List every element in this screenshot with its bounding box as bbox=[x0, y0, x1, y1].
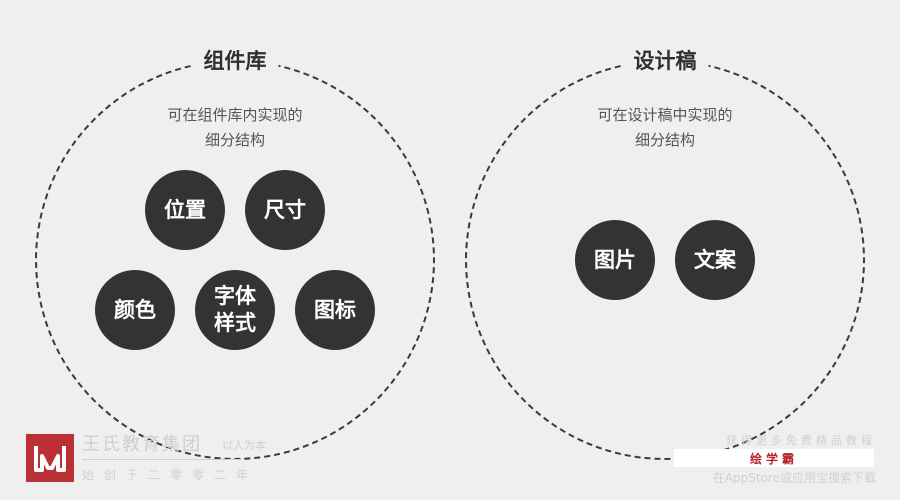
bubble-size-label: 尺寸 bbox=[264, 197, 306, 222]
watermark-brand: 王氏教育集团 bbox=[82, 434, 202, 455]
bubble-color: 颜色 bbox=[95, 270, 175, 350]
component-library-description: 可在组件库内实现的 细分结构 bbox=[115, 103, 355, 153]
bubble-font-label: 字体 bbox=[214, 284, 256, 308]
component-library-desc-line1: 可在组件库内实现的 bbox=[167, 106, 303, 124]
design-draft-desc-line2: 细分结构 bbox=[634, 131, 695, 149]
watermark-app-name: 绘学霸 bbox=[749, 451, 798, 466]
bubble-style-label: 样式 bbox=[214, 311, 256, 335]
watermark-divider bbox=[82, 459, 242, 460]
bubble-position: 位置 bbox=[145, 170, 225, 250]
bubble-size: 尺寸 bbox=[245, 170, 325, 250]
component-library-title: 组件库 bbox=[191, 46, 279, 76]
bubble-color-label: 颜色 bbox=[114, 297, 156, 322]
design-draft-desc-line1: 可在设计稿中实现的 bbox=[597, 106, 733, 124]
watermark-app-bar: 绘学霸 bbox=[674, 449, 874, 467]
bubble-copywriting: 文案 bbox=[675, 220, 755, 300]
design-draft-title: 设计稿 bbox=[621, 46, 709, 76]
design-draft-description: 可在设计稿中实现的 细分结构 bbox=[545, 103, 785, 153]
brand-logo-icon bbox=[26, 434, 74, 482]
watermark-slogan: 以人为本 bbox=[222, 439, 266, 452]
bubble-icon: 图标 bbox=[295, 270, 375, 350]
watermark-download-text: 在AppStore或应用宝搜索下载 bbox=[712, 471, 876, 485]
bubble-font-style: 字体 样式 bbox=[195, 270, 275, 350]
bubble-image: 图片 bbox=[575, 220, 655, 300]
bubble-image-label: 图片 bbox=[594, 247, 636, 272]
bubble-position-label: 位置 bbox=[164, 197, 206, 222]
bubble-icon-label: 图标 bbox=[314, 297, 356, 322]
watermark-founded: 始创于二零零二年 bbox=[82, 468, 259, 482]
watermark-tutorial-text: 获得更多免费精品教程 bbox=[726, 434, 876, 447]
bubble-copywriting-label: 文案 bbox=[694, 247, 736, 272]
brand-logo-mark bbox=[34, 446, 66, 472]
component-library-desc-line2: 细分结构 bbox=[204, 131, 265, 149]
